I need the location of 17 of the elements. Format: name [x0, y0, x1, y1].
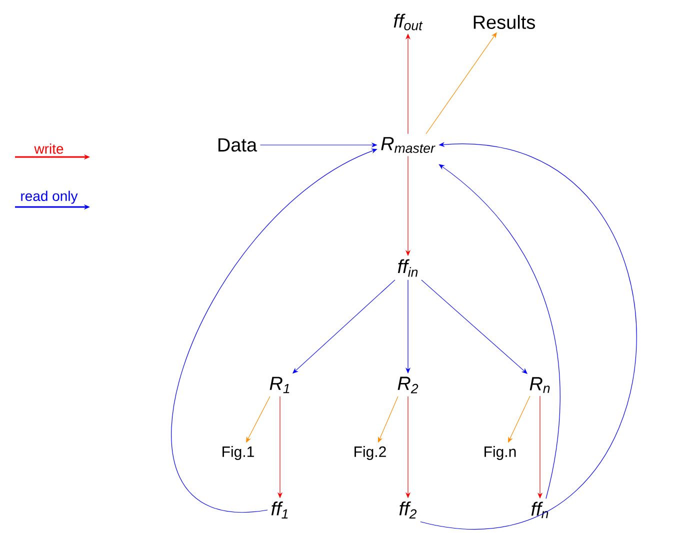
figure-label: Fig.1 — [222, 446, 254, 460]
variable-label: R$_{master}$ — [381, 137, 436, 153]
legend-label: read only — [21, 190, 78, 204]
figure-label: Fig.n — [484, 446, 516, 460]
variable-label: Data — [218, 138, 258, 152]
variable-label: ff$_{n}$ — [531, 502, 548, 518]
variable-label: Results — [474, 15, 535, 29]
variable-label: R$_{2}$ — [398, 376, 418, 394]
variable-label: ff$_{in}$ — [398, 259, 418, 277]
legend-label: write — [34, 144, 64, 154]
figure-label: Fig.2 — [354, 446, 386, 460]
variable-label: R$_{n}$ — [530, 377, 550, 393]
variable-label: ff$_{2}$ — [399, 501, 417, 519]
variable-label: R$_{1}$ — [270, 376, 290, 394]
arrow — [438, 164, 560, 499]
variable-label: ff$_{1}$ — [271, 502, 288, 518]
variable-label: ff$_{out}$ — [394, 14, 423, 30]
